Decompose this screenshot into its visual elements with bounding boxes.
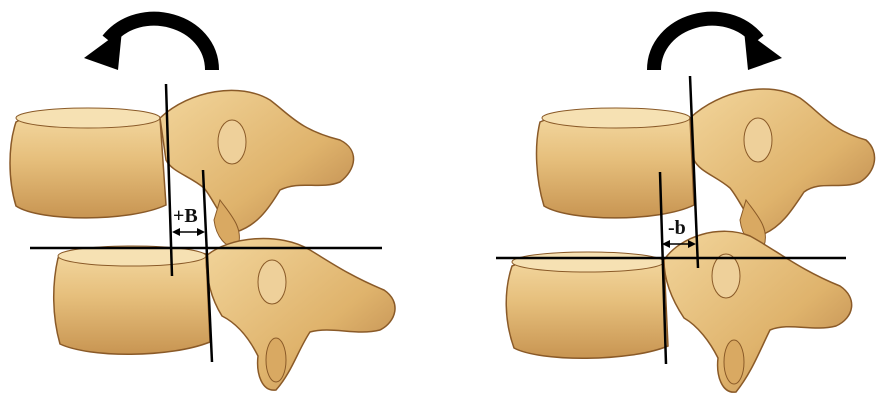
- right-upper-posterior-process: [690, 89, 875, 234]
- left-measure-label: +B: [173, 205, 198, 227]
- right-lower-vertebra: [506, 231, 851, 392]
- lower-posterior-process: [206, 239, 395, 391]
- right-panel: -b: [496, 19, 875, 392]
- clockwise-arrow-icon: [654, 19, 782, 70]
- left-panel: +B: [10, 19, 395, 390]
- right-lower-posterior-process: [664, 231, 852, 392]
- counterclockwise-arrow-icon: [84, 19, 212, 70]
- lower-vertebra: [54, 239, 395, 391]
- right-measure-label: -b: [668, 217, 686, 239]
- right-upper-vertebra: [537, 89, 875, 247]
